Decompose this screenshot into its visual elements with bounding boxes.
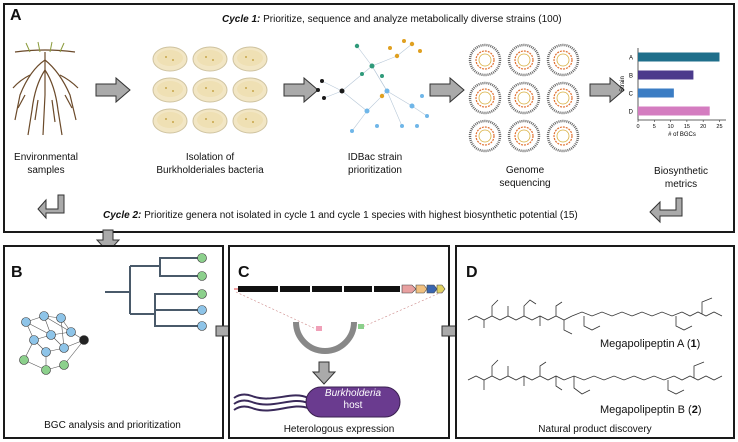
- env-samples-label: Environmental samples: [6, 152, 86, 177]
- chart-x-axis-label: # of BGCs: [668, 132, 696, 138]
- panel-d: [455, 245, 735, 439]
- idbac-network: [316, 39, 429, 133]
- gene-cluster-diagram: [234, 284, 446, 331]
- panel-d-letter: D: [466, 264, 478, 281]
- arrow-right-icon: [429, 76, 465, 104]
- panel-b-caption: BGC analysis and prioritization: [44, 420, 181, 431]
- arrow-right-icon: [589, 76, 625, 104]
- bgc-similarity-network: [19, 311, 89, 375]
- arrow-curve-down-left-icon: [649, 197, 683, 224]
- panel-a: [3, 3, 735, 233]
- chart-bar-d: [638, 106, 710, 116]
- env-line-2: samples: [27, 164, 65, 176]
- host-word: host: [343, 399, 363, 411]
- chart-bar-c: [638, 88, 674, 98]
- panel-a-letter: A: [10, 7, 22, 24]
- arrow-right-icon: [283, 76, 319, 104]
- petri-dish-grid: [152, 46, 268, 134]
- chart-category-label: A: [629, 56, 633, 62]
- arrow-right-icon: [95, 76, 131, 104]
- cycle-2-prefix: Cycle 2:: [103, 210, 142, 221]
- bacterial-host-cell: [233, 386, 401, 418]
- genome-label: Genome sequencing: [480, 165, 570, 190]
- chemical-structure-1: [467, 297, 723, 335]
- biosynthetic-label: Biosynthetic metrics: [636, 166, 726, 191]
- chart-y-axis-label: Strain: [620, 76, 626, 92]
- iso-line-1: Isolation of: [185, 152, 235, 163]
- bio-line-1: Biosynthetic: [654, 166, 708, 177]
- panel-c-letter: C: [238, 264, 250, 281]
- phylogenetic-tree: [105, 253, 207, 331]
- compound-1-number: 1: [690, 338, 697, 350]
- chart-category-label: C: [629, 92, 634, 98]
- isolation-label: Isolation of Burkholderiales bacteria: [140, 152, 280, 177]
- bio-line-2: metrics: [664, 178, 698, 190]
- plasmid-vector: [293, 321, 357, 354]
- root-illustration: [12, 41, 79, 136]
- chart-x-tick-label: 20: [700, 124, 706, 130]
- panel-b-letter: B: [11, 264, 23, 281]
- chart-x-tick-label: 15: [684, 124, 690, 130]
- chart-x-tick-label: 0: [636, 124, 639, 130]
- iso-line-2: Burkholderiales bacteria: [156, 164, 264, 176]
- compound-2-number: 2: [691, 404, 698, 416]
- panel-d-caption: Natural product discovery: [538, 424, 652, 435]
- genome-line-2: sequencing: [499, 177, 551, 189]
- idbac-line-1: IDBac strain: [347, 152, 403, 163]
- chart-x-tick-label: 5: [653, 124, 656, 130]
- panel-b: [3, 245, 224, 439]
- arrow-down-icon: [311, 361, 337, 385]
- chart-x-tick-label: 25: [716, 124, 722, 130]
- genome-line-1: Genome: [505, 165, 545, 176]
- cycle-2-label: Cycle 2: Prioritize genera not isolated …: [103, 210, 578, 221]
- host-genus: Burkholderia: [324, 388, 382, 399]
- chart-category-label: D: [629, 110, 634, 116]
- cycle-1-label: Cycle 1: Prioritize, sequence and analyz…: [222, 14, 562, 25]
- idbac-line-2: prioritization: [348, 164, 402, 176]
- cycle-2-text: Prioritize genera not isolated in cycle …: [144, 210, 578, 221]
- host-label: Burkholderia host: [306, 388, 400, 411]
- compound-2-label: Megapolipeptin B (2): [600, 404, 702, 416]
- chart-category-label: B: [629, 74, 633, 80]
- bgc-bar-chart: A B C D 0 5 10 15 20 25 # of BGCs Strain: [620, 48, 726, 138]
- compound-1-name: Megapolipeptin A (: [600, 338, 691, 350]
- cycle-1-prefix: Cycle 1:: [222, 14, 261, 25]
- chart-bar-b: [638, 70, 694, 80]
- chart-x-tick-label: 10: [668, 124, 674, 130]
- compound-1-label: Megapolipeptin A (1): [600, 338, 700, 350]
- cycle-1-text: Prioritize, sequence and analyze metabol…: [263, 14, 562, 25]
- panel-c-caption: Heterologous expression: [283, 424, 395, 435]
- arrow-curve-left-icon: [37, 194, 65, 220]
- idbac-label: IDBac strain prioritization: [320, 152, 430, 177]
- env-line-1: Environmental: [14, 152, 78, 163]
- chemical-structure-2: [467, 359, 723, 395]
- compound-2-name: Megapolipeptin B (: [600, 404, 692, 416]
- compound-1-close: ): [696, 338, 701, 350]
- chart-bar-a: [638, 52, 720, 62]
- compound-2-close: ): [697, 404, 702, 416]
- genome-circle-grid: [468, 43, 580, 153]
